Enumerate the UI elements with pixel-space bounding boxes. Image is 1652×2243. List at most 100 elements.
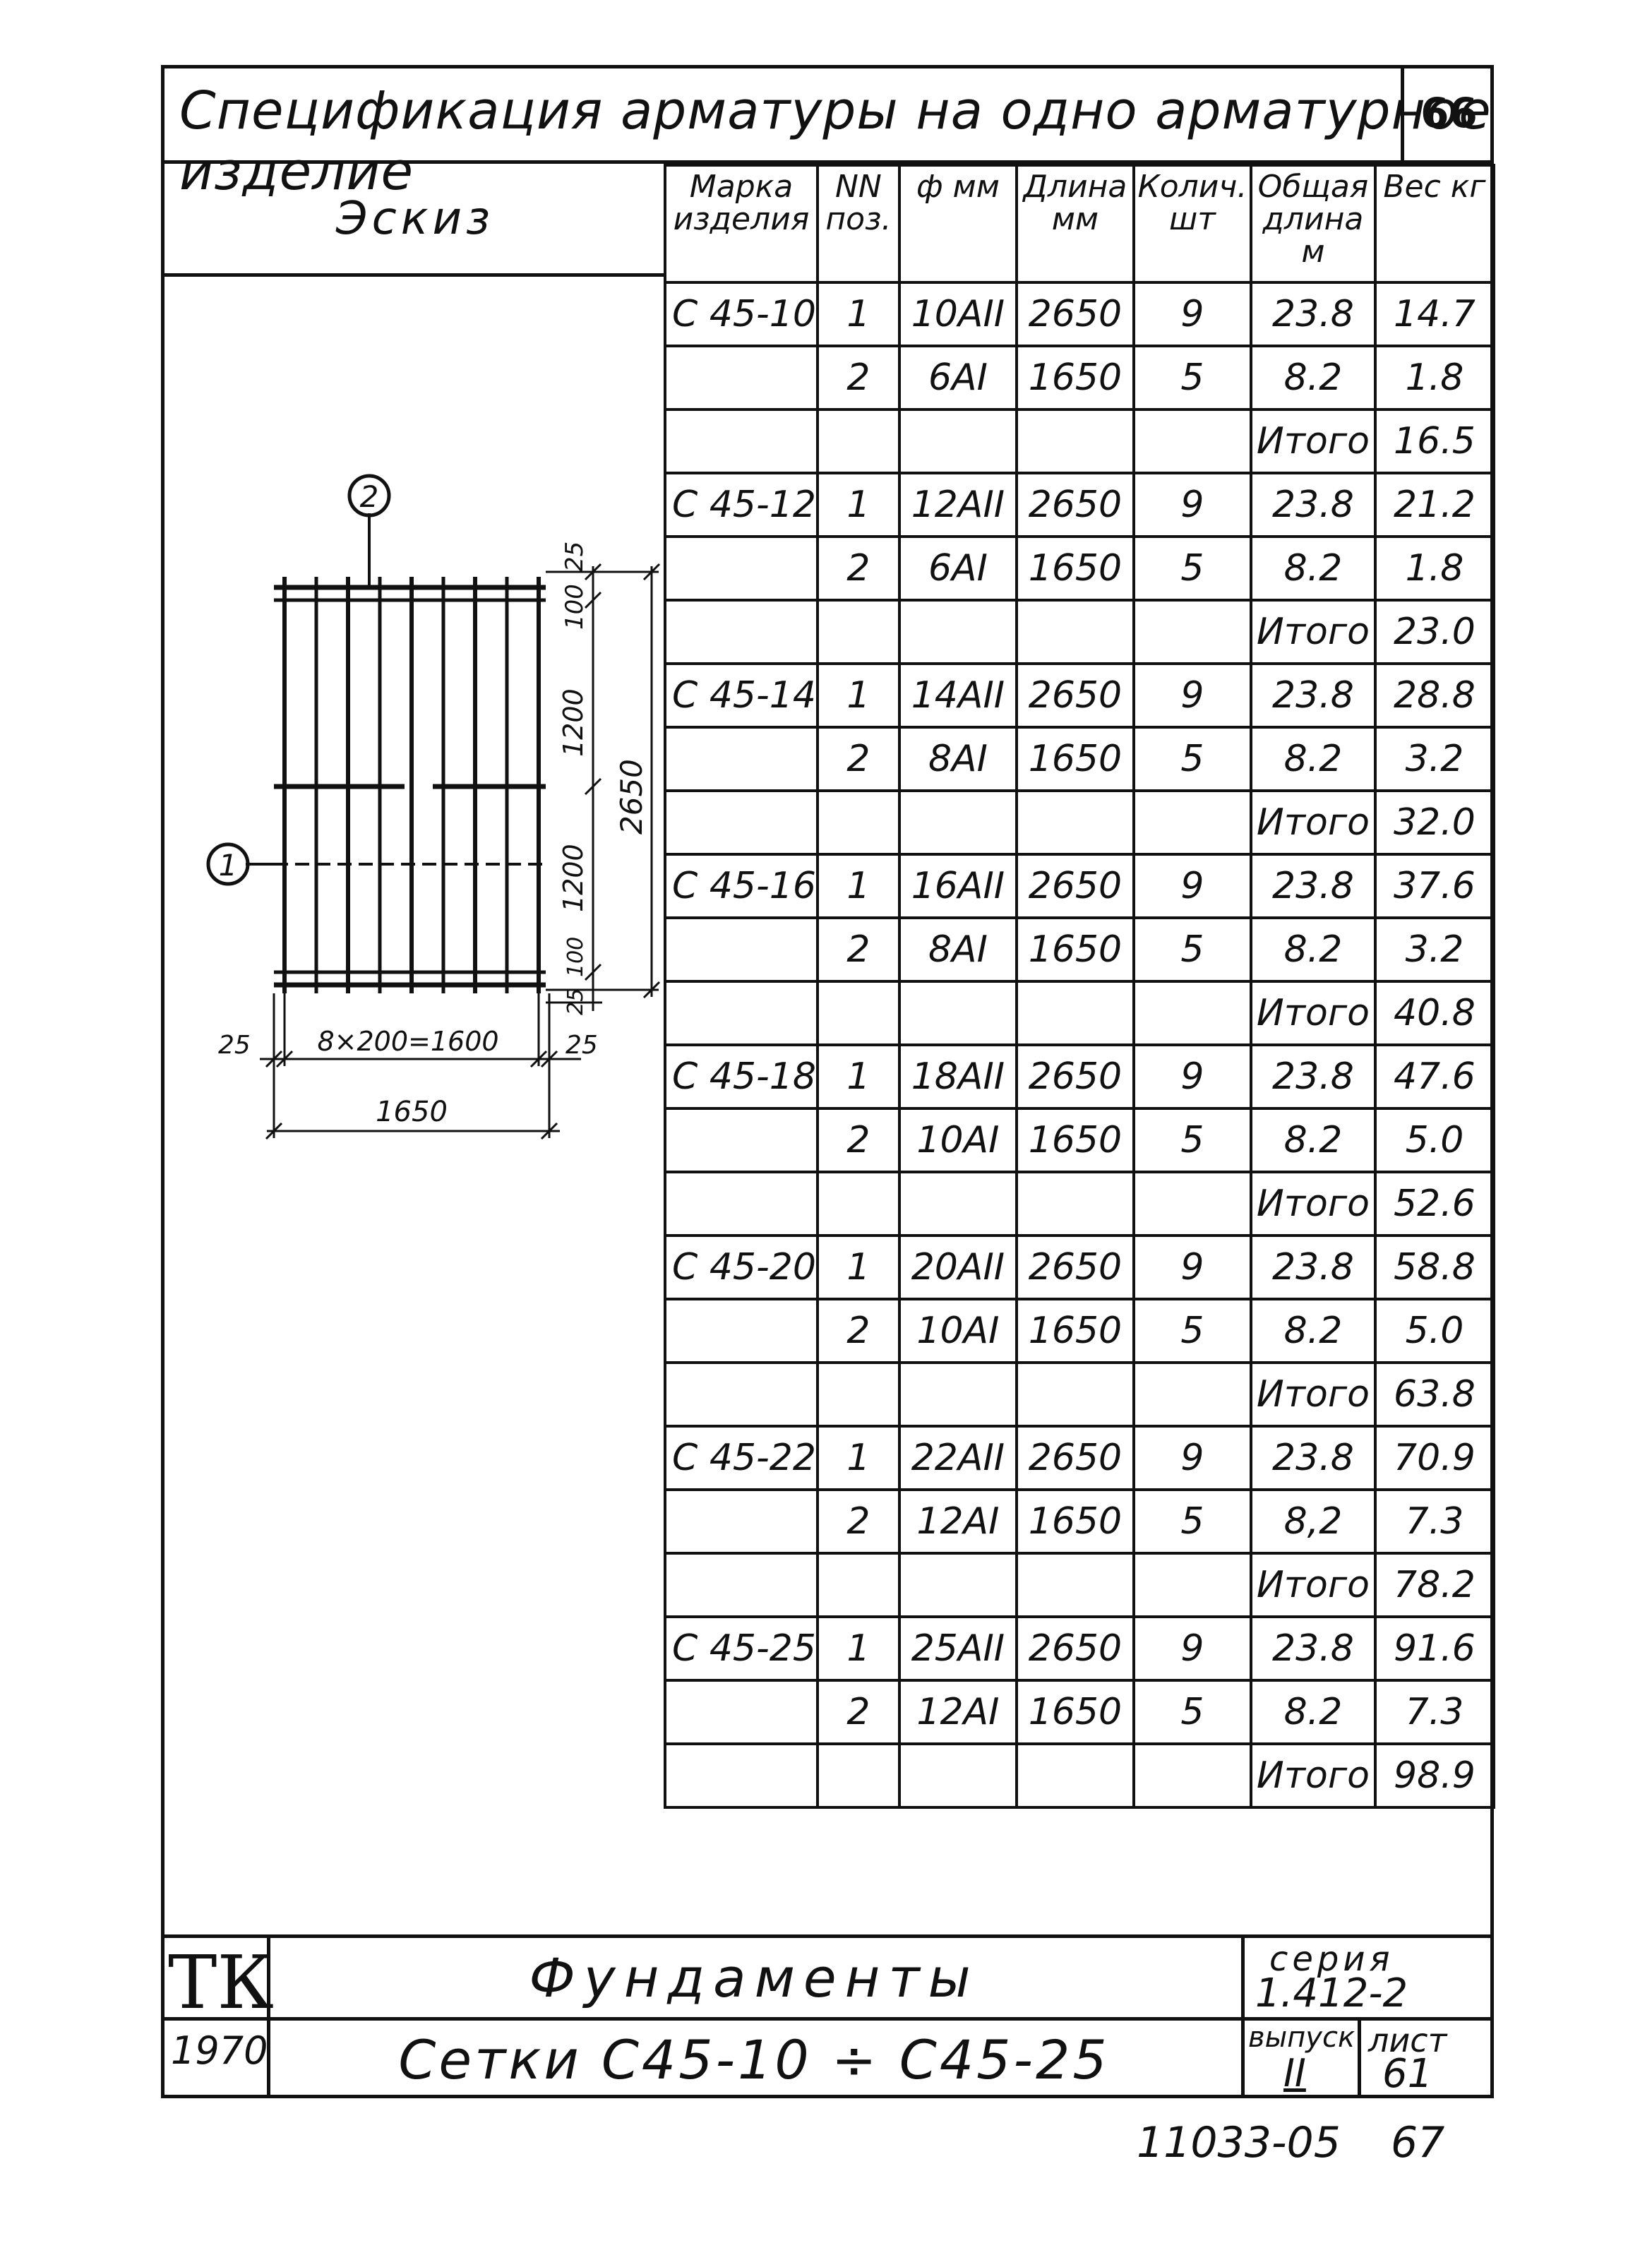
cell-weight: 1.8 (1373, 345, 1495, 411)
cell-diameter: 10АII (897, 281, 1018, 347)
cell-mark (664, 980, 819, 1046)
cell-length (1014, 1552, 1135, 1618)
cell-total-length: Итого (1249, 980, 1377, 1046)
cell-length: 2650 (1014, 1425, 1135, 1491)
cell-pos (815, 1742, 901, 1809)
cell-pos: 2 (815, 345, 901, 411)
reinforcement-spec-table: Марка изделия NN поз. ф мм Длина мм Коли… (664, 164, 1495, 1809)
cell-length (1014, 1171, 1135, 1237)
cell-pos (815, 599, 901, 665)
cell-total-length: 8.2 (1249, 1679, 1377, 1745)
cell-mark: С 45-18 (664, 1043, 819, 1110)
dim-spacing: 8×200=1600 (317, 1026, 498, 1057)
cell-quantity (1132, 599, 1252, 665)
doc-number: 11033-05 (1137, 2118, 1341, 2167)
cell-pos: 1 (815, 1615, 901, 1682)
cell-total-length: 23.8 (1249, 853, 1377, 919)
title-block: ТК 1970 Фундаменты Сетки С45-10 ÷ С45-25… (161, 1934, 1494, 2098)
cell-quantity: 5 (1132, 1679, 1252, 1745)
cell-length (1014, 1742, 1135, 1809)
cell-length: 2650 (1014, 662, 1135, 729)
cell-pos: 1 (815, 1234, 901, 1300)
cell-diameter: 12АII (897, 472, 1018, 538)
cell-quantity: 5 (1132, 1298, 1252, 1364)
cell-total-length: 23.8 (1249, 1615, 1377, 1682)
cell-weight: 3.2 (1373, 726, 1495, 792)
cell-diameter: 10АI (897, 1107, 1018, 1173)
cell-length: 2650 (1014, 1615, 1135, 1682)
cell-diameter (897, 980, 1018, 1046)
cell-diameter: 8АI (897, 916, 1018, 983)
cell-total-length: 23.8 (1249, 1234, 1377, 1300)
cell-length: 2650 (1014, 853, 1135, 919)
dim-left-25: 25 (218, 1031, 251, 1060)
cell-pos: 2 (815, 916, 901, 983)
marker-2-circle (347, 474, 391, 518)
list-value: 61 (1382, 2051, 1433, 2097)
cell-quantity: 9 (1132, 472, 1252, 538)
dim-25-top: 25 (561, 542, 589, 572)
cell-weight: 70.9 (1373, 1425, 1495, 1491)
cell-diameter: 12АI (897, 1679, 1018, 1745)
cell-weight: 91.6 (1373, 1615, 1495, 1682)
cell-total-length: Итого (1249, 1742, 1377, 1809)
cell-weight: 5.0 (1373, 1107, 1495, 1173)
cell-quantity (1132, 1742, 1252, 1809)
cell-diameter (897, 1552, 1018, 1618)
cell-mark (664, 1679, 819, 1745)
cell-weight: 23.0 (1373, 599, 1495, 665)
cell-diameter (897, 599, 1018, 665)
cell-total-length: 8.2 (1249, 345, 1377, 411)
cell-length: 2650 (1014, 472, 1135, 538)
cell-length (1014, 789, 1135, 856)
cell-mark: С 45-25 (664, 1615, 819, 1682)
cell-pos: 2 (815, 1107, 901, 1173)
cell-mark: С 45-16 (664, 853, 819, 919)
cell-total-length: 23.8 (1249, 662, 1377, 729)
cell-length: 1650 (1014, 1679, 1135, 1745)
cell-length: 1650 (1014, 1488, 1135, 1555)
cell-mark (664, 789, 819, 856)
col-header-diameter: ф мм (897, 164, 1018, 284)
cell-total-length: Итого (1249, 1361, 1377, 1428)
col-header-pos: NN поз. (815, 164, 901, 284)
cell-mark (664, 1488, 819, 1555)
dim-1200-top: 1200 (558, 688, 589, 757)
cell-diameter (897, 1361, 1018, 1428)
cell-total-length: 8.2 (1249, 726, 1377, 792)
mesh-sketch: 2 1 25 100 1200 1200 100 25 2650 25 8×20… (206, 474, 661, 1140)
cell-quantity: 5 (1132, 535, 1252, 602)
cell-quantity (1132, 789, 1252, 856)
cell-length (1014, 599, 1135, 665)
sketch-header: Эскиз (164, 164, 666, 277)
cell-diameter: 12АI (897, 1488, 1018, 1555)
stamp-name-line1: Фундаменты (529, 1946, 979, 2009)
dim-tick (529, 1050, 548, 1068)
cell-pos (815, 1552, 901, 1618)
cell-length: 1650 (1014, 345, 1135, 411)
stamp-name-line2: Сетки С45-10 ÷ С45-25 (398, 2028, 1110, 2091)
cell-length: 2650 (1014, 1043, 1135, 1110)
cell-pos: 2 (815, 535, 901, 602)
dim-tick (275, 1050, 294, 1068)
col-header-mark: Марка изделия (664, 164, 819, 284)
cell-weight: 40.8 (1373, 980, 1495, 1046)
cell-diameter: 6АI (897, 345, 1018, 411)
cell-mark (664, 1107, 819, 1173)
cell-total-length: 8.2 (1249, 1107, 1377, 1173)
cell-length (1014, 1361, 1135, 1428)
cell-weight: 7.3 (1373, 1679, 1495, 1745)
cell-total-length: 23.8 (1249, 1425, 1377, 1491)
cell-weight: 63.8 (1373, 1361, 1495, 1428)
cell-total-length: Итого (1249, 599, 1377, 665)
sheet-corner-number: 66 (1401, 65, 1494, 160)
marker-2-label: 2 (360, 479, 379, 514)
